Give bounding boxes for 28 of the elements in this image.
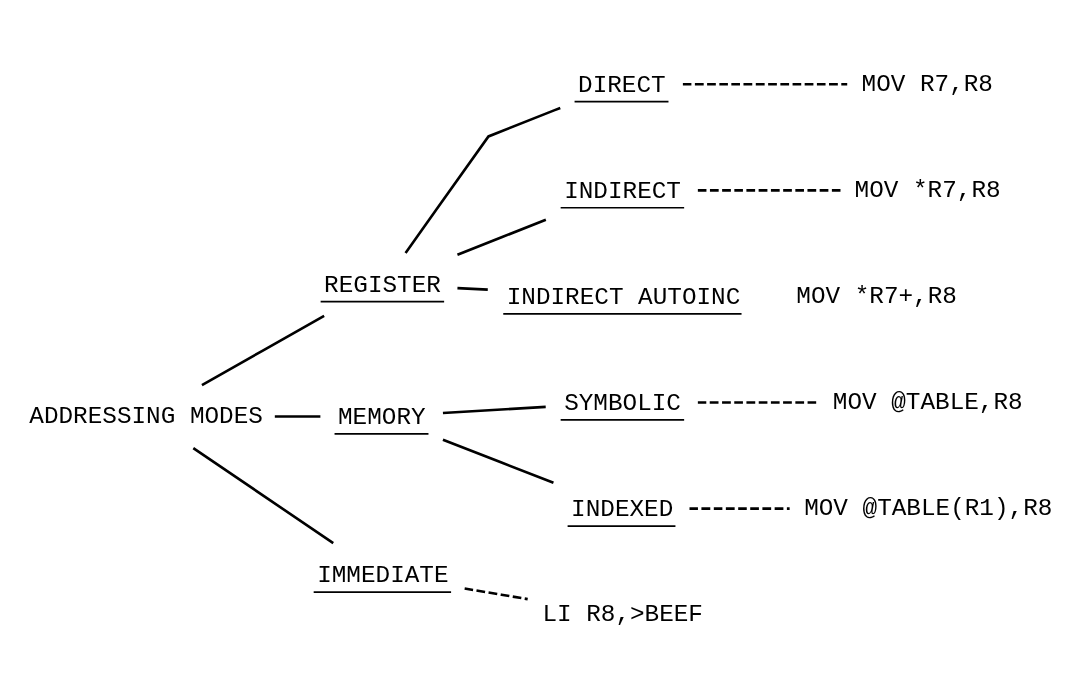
connector <box>201 314 325 386</box>
connector <box>464 586 528 600</box>
node-text: INDEXED <box>571 495 674 523</box>
connector <box>682 82 848 86</box>
connector <box>404 106 561 254</box>
node-text: DIRECT <box>578 71 666 99</box>
node-text: INDIRECT AUTOINC <box>506 283 741 311</box>
node-text: MOV @TABLE,R8 <box>832 388 1023 416</box>
connector <box>442 405 546 414</box>
connector <box>274 414 321 418</box>
connector <box>697 188 841 192</box>
node-text: ADDRESSING MODES <box>29 402 263 430</box>
node-text: MOV @TABLE(R1),R8 <box>804 494 1053 522</box>
node-text: IMMEDIATE <box>317 561 449 589</box>
connector <box>442 438 554 484</box>
node-text: INDIRECT <box>564 177 681 205</box>
node-label: MOV *R7+,R8 <box>796 282 957 310</box>
node-text: SYMBOLIC <box>564 389 681 417</box>
connector <box>456 218 547 256</box>
node-text: MEMORY <box>338 403 426 431</box>
connector <box>457 286 488 291</box>
connector <box>689 506 790 510</box>
node-text: REGISTER <box>324 271 441 299</box>
node-text: MOV *R7,R8 <box>854 176 1001 204</box>
node-text: LI R8,>BEEF <box>542 600 703 628</box>
node-text: MOV R7,R8 <box>861 70 993 98</box>
connector <box>192 446 334 544</box>
connector <box>697 400 819 404</box>
